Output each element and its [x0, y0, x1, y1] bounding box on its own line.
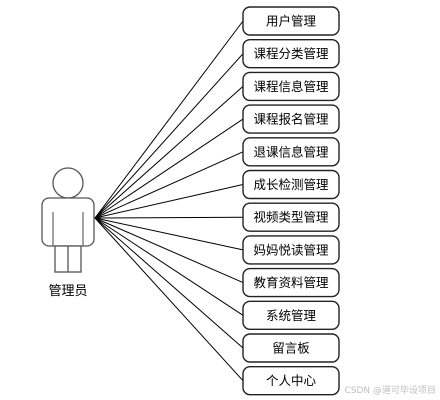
actor-admin: 管理员 [41, 167, 95, 299]
use-case-label: 课程报名管理 [253, 112, 329, 127]
use-case: 系统管理 [242, 300, 340, 330]
association-line [94, 216, 244, 219]
use-case: 成长检测管理 [242, 169, 340, 200]
actor-label: 管理员 [48, 284, 87, 299]
association-line [94, 217, 244, 382]
use-case: 课程报名管理 [242, 104, 340, 134]
use-case-box [242, 235, 340, 265]
use-case-label: 用户管理 [266, 14, 317, 29]
use-case-label: 教育资料管理 [253, 275, 329, 290]
association-line [94, 118, 244, 219]
association-line [94, 217, 244, 316]
use-case: 课程信息管理 [242, 71, 340, 102]
association-line [94, 20, 244, 219]
use-case-label: 妈妈悦读管理 [253, 242, 329, 257]
actor-body [41, 197, 95, 247]
use-case: 用户管理 [242, 6, 340, 36]
use-case: 视频类型管理 [242, 202, 340, 232]
actor-head [52, 167, 84, 199]
use-case-label: 课程分类管理 [253, 46, 329, 61]
use-case-box [242, 6, 340, 36]
use-case-label: 视频类型管理 [253, 210, 329, 225]
use-case-box [242, 71, 340, 102]
use-case-box [242, 169, 340, 200]
use-case-box [242, 333, 340, 363]
use-case-box [242, 104, 340, 134]
use-case: 退课信息管理 [242, 137, 340, 167]
use-case: 留言板 [242, 333, 340, 363]
association-line [94, 217, 244, 349]
use-case-box [242, 366, 340, 396]
use-case-box [242, 202, 340, 232]
use-case-list: 用户管理课程分类管理课程信息管理课程报名管理退课信息管理成长检测管理视频类型管理… [242, 6, 340, 396]
association-line [94, 217, 244, 284]
use-case-label: 个人中心 [266, 373, 317, 388]
use-case-label: 成长检测管理 [253, 177, 329, 192]
use-case-label: 系统管理 [266, 308, 317, 323]
use-case-label: 课程信息管理 [253, 79, 329, 94]
association-lines [94, 20, 244, 382]
use-case-box [242, 137, 340, 167]
association-line [94, 217, 244, 251]
use-case-box [242, 39, 340, 69]
watermark: CSDN @道可毕设项目 [344, 384, 436, 396]
use-case: 教育资料管理 [242, 267, 340, 298]
use-case: 课程分类管理 [242, 39, 340, 69]
association-line [94, 184, 244, 219]
association-line [94, 151, 244, 219]
use-case-box [242, 267, 340, 298]
use-case-box [242, 300, 340, 330]
use-case-label: 退课信息管理 [253, 144, 329, 159]
use-case-label: 留言板 [272, 341, 310, 356]
association-line [94, 53, 244, 219]
use-case: 个人中心 [242, 366, 340, 396]
use-case: 妈妈悦读管理 [242, 235, 340, 265]
association-line [94, 86, 244, 219]
